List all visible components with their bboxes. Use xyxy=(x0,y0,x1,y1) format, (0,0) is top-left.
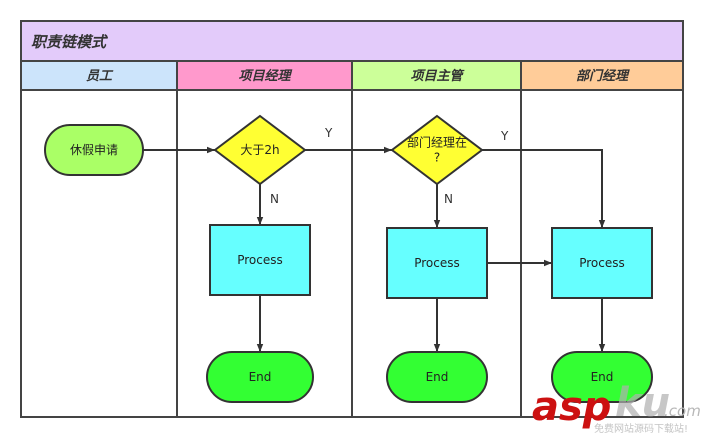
watermark-tagline: 免费网站源码下载站! xyxy=(594,422,688,435)
edges xyxy=(143,146,606,352)
lane-label-pm: 项目经理 xyxy=(238,68,292,84)
terminator-shape xyxy=(44,124,144,176)
edge-label-d1-yes: Y xyxy=(324,126,333,140)
node-decision-d1[interactable]: 大于2h xyxy=(213,114,307,186)
node-label: Process xyxy=(579,256,625,270)
node-decision-d2[interactable]: 部门经理在? xyxy=(390,114,484,186)
terminator-shape xyxy=(551,351,653,403)
pool-title: 职责链模式 xyxy=(31,33,109,51)
watermark-domain: .com xyxy=(664,402,701,420)
lane-label-supervisor: 项目主管 xyxy=(410,68,465,84)
process-shape xyxy=(551,227,653,299)
decision-shape xyxy=(213,114,307,186)
node-label: 大于2h xyxy=(240,143,279,157)
watermark-brand-b: ku xyxy=(615,380,670,426)
edge-d2-to-p3[interactable] xyxy=(482,149,606,228)
node-process-p1[interactable]: Process xyxy=(209,224,311,296)
node-terminator-e1[interactable]: End xyxy=(206,351,314,403)
node-process-p3[interactable]: Process xyxy=(551,227,653,299)
node-label: Process xyxy=(414,256,460,270)
node-terminator-start[interactable]: 休假申请 xyxy=(44,124,144,176)
terminator-shape xyxy=(386,351,488,403)
node-label: ? xyxy=(434,151,440,165)
node-terminator-e2[interactable]: End xyxy=(386,351,488,403)
edge-label-d2-no: N xyxy=(444,192,453,206)
node-terminator-e3[interactable]: End xyxy=(551,351,653,403)
node-label: End xyxy=(426,370,449,384)
watermark-brand-a: asp xyxy=(532,384,611,430)
process-shape xyxy=(209,224,311,296)
decision-shape xyxy=(390,114,484,186)
edge-label-d1-no: N xyxy=(270,192,279,206)
pool-header[interactable] xyxy=(20,20,684,62)
node-label: 休假申请 xyxy=(70,143,118,157)
terminator-shape xyxy=(206,351,314,403)
node-label: End xyxy=(591,370,614,384)
node-label: 部门经理在 xyxy=(407,135,467,150)
node-label: End xyxy=(249,370,272,384)
lane-header-dept[interactable] xyxy=(520,60,684,91)
process-shape xyxy=(386,227,488,299)
lane-label-employee: 员工 xyxy=(86,69,114,84)
edge-label-d2-yes: Y xyxy=(500,129,509,143)
lane-label-dept: 部门经理 xyxy=(576,68,630,84)
watermark: asp ku .com 免费网站源码下载站! xyxy=(532,380,701,435)
node-label: Process xyxy=(237,253,283,267)
node-process-p2[interactable]: Process xyxy=(386,227,488,299)
